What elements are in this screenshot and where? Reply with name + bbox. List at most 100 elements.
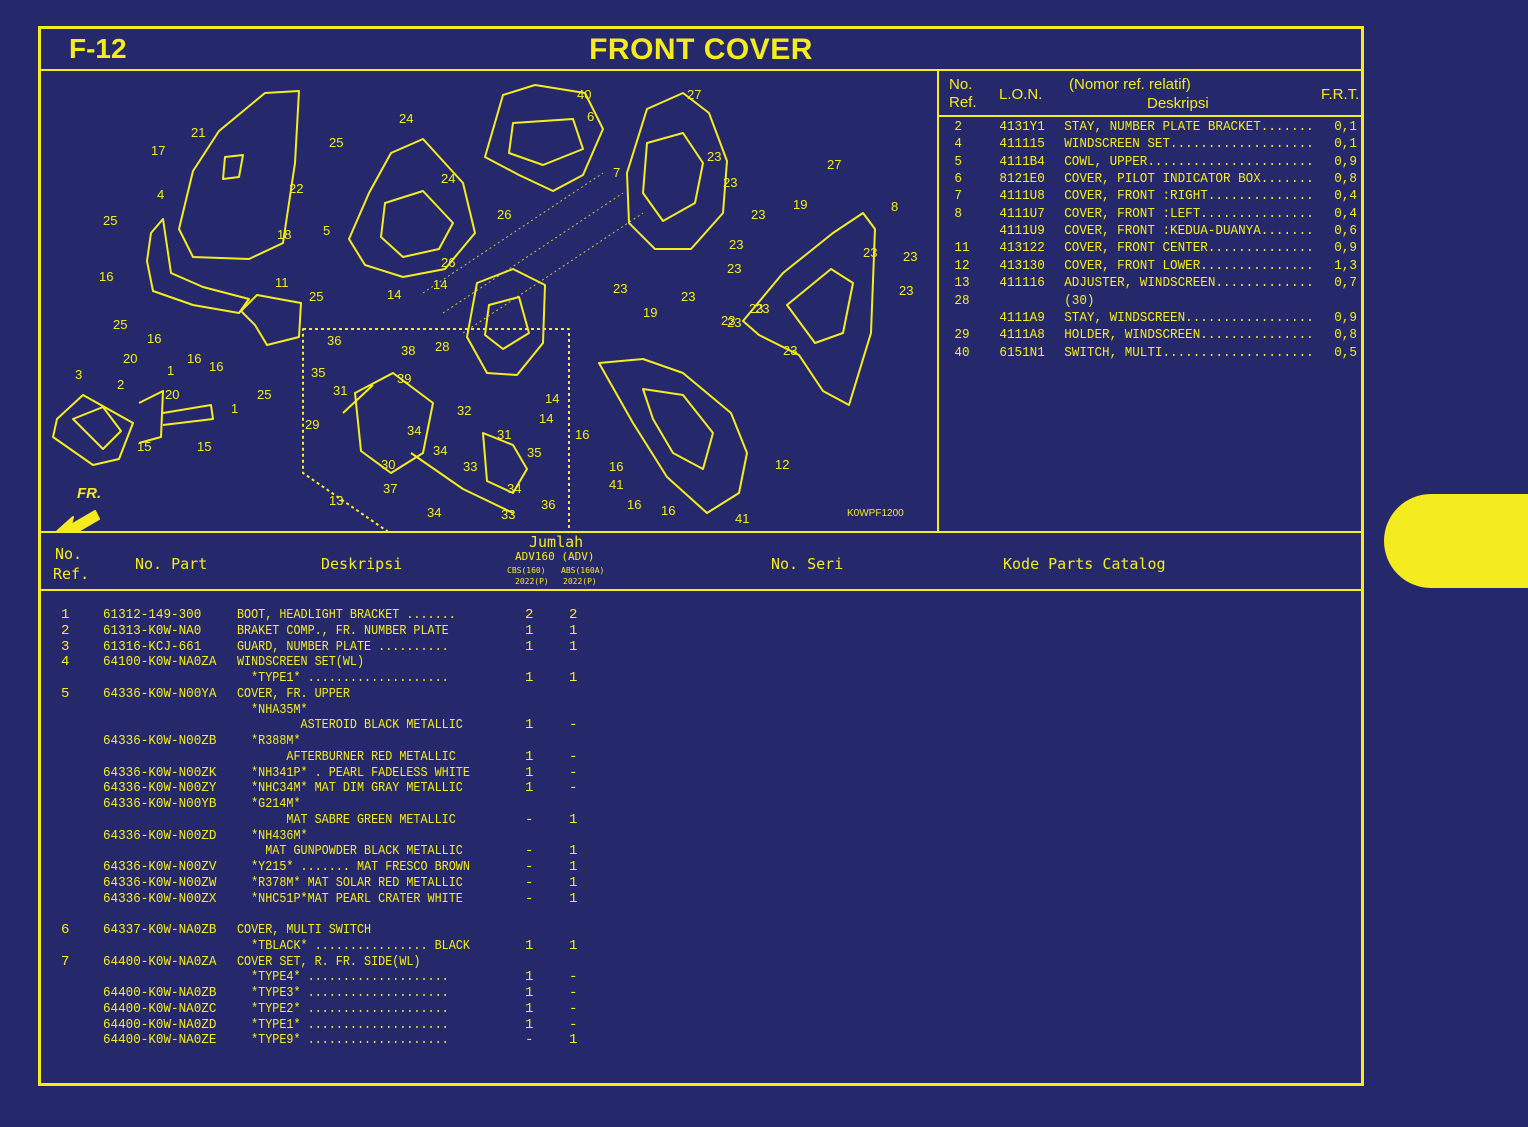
ref-cell: 2 <box>61 622 70 639</box>
callout: 14 <box>433 277 447 292</box>
callout: 7 <box>613 165 620 180</box>
side-tab[interactable] <box>1384 494 1528 588</box>
rp-head-desc-top: (Nomor ref. relatif) <box>1069 76 1191 93</box>
qty-abs-cell: - <box>569 985 578 1001</box>
part-number-cell: 64400-K0W-NA0ZB <box>103 985 217 1001</box>
part-number-cell: 64400-K0W-NA0ZD <box>103 1016 217 1033</box>
lon-cell: 413122 <box>999 240 1045 257</box>
callout: 36 <box>327 333 341 348</box>
callout: 25 <box>257 387 271 402</box>
callout: 23 <box>751 207 765 222</box>
table-row: 64336-K0W-N00ZK *NH341P* . PEARL FADELES… <box>61 765 661 781</box>
callout: 25 <box>309 289 323 304</box>
qty-abs-cell: - <box>569 764 578 781</box>
qty-cbs-cell: 1 <box>525 717 534 734</box>
lon-cell: 4111U8 <box>999 188 1045 205</box>
th-year2: 2022(P) <box>563 577 597 586</box>
part-number-cell: 64336-K0W-N00ZD <box>103 827 217 844</box>
description-cell: *TYPE1* .................... <box>237 670 449 686</box>
callout: 8 <box>891 199 898 214</box>
part-number-cell: 64400-K0W-NA0ZA <box>103 953 217 970</box>
callout: 18 <box>277 227 291 242</box>
ref-cell: 28 <box>954 292 970 309</box>
description-cell: AFTERBURNER RED METALLIC <box>237 748 456 765</box>
qty-cbs-cell: - <box>525 1032 534 1049</box>
callout: 3 <box>75 367 82 382</box>
part-number-cell: 64336-K0W-N00ZB <box>103 733 217 749</box>
panel-divider <box>937 71 939 531</box>
lon-cell: 4111A9 <box>999 309 1045 326</box>
th-cbs: CBS(160) <box>507 566 546 575</box>
th-desc: Deskripsi <box>321 555 403 573</box>
ref-cell: 5 <box>61 685 70 702</box>
description-cell: *NHC51P*MAT PEARL CRATER WHITE <box>237 890 463 907</box>
callout: 23 <box>681 289 695 304</box>
callout: 23 <box>729 237 743 252</box>
callout: 29 <box>305 417 319 432</box>
frt-cell: 0,4 <box>1334 188 1357 205</box>
qty-cbs-cell: 1 <box>525 1016 534 1033</box>
th-no: No. <box>55 545 83 563</box>
callout: 24 <box>441 171 455 186</box>
ref-cell: 1 <box>61 607 70 623</box>
table-row: 64336-K0W-N00ZV *Y215* ....... MAT FRESC… <box>61 859 661 875</box>
lon-cell: 411115 <box>999 136 1045 153</box>
callout: 34 <box>507 481 521 496</box>
table-head-rule <box>41 589 1361 591</box>
part-number-cell: 64100-K0W-NA0ZA <box>103 654 217 671</box>
frt-cell: 0,1 <box>1334 136 1357 153</box>
description-cell: *R388M* <box>237 733 301 749</box>
rp-head-ref: Ref. <box>949 94 977 111</box>
desc-cell: COVER, FRONT :KEDUA-DUANYA....... <box>1064 223 1314 240</box>
callout: 16 <box>147 331 161 346</box>
callout: 2 <box>117 377 124 392</box>
callout: 25 <box>113 317 127 332</box>
ref-cell: 4 <box>61 654 70 671</box>
callout: 38 <box>401 343 415 358</box>
part-number-cell: 64400-K0W-NA0ZC <box>103 1000 217 1017</box>
callout: 41 <box>609 477 623 492</box>
callout: 16 <box>99 269 113 284</box>
callout: 31 <box>497 427 511 442</box>
callout: 23 <box>727 261 741 276</box>
desc-cell: WINDSCREEN SET................... <box>1064 136 1314 153</box>
qty-cbs-cell: - <box>525 874 534 891</box>
qty-abs-cell: - <box>569 717 578 734</box>
qty-abs-cell: 1 <box>569 859 578 875</box>
front-direction-label: FR. <box>77 485 102 502</box>
qty-abs-cell: 1 <box>569 937 578 954</box>
description-cell: *NH436M* <box>237 827 308 844</box>
description-cell: WINDSCREEN SET(WL) <box>237 654 365 671</box>
frt-cell: 0,9 <box>1334 309 1357 326</box>
part-number-cell: 64336-K0W-N00YB <box>103 796 217 812</box>
callout: 34 <box>433 443 447 458</box>
part-number-cell: 64400-K0W-NA0ZE <box>103 1032 217 1049</box>
table-row: 64336-K0W-N00ZX *NHC51P*MAT PEARL CRATER… <box>61 891 661 907</box>
callout: 27 <box>827 157 841 172</box>
ref-cell: 7 <box>61 953 70 970</box>
th-model: ADV160 (ADV) <box>515 550 595 563</box>
qty-abs-cell: - <box>569 969 578 986</box>
diagram-ref-code: K0WPF1200 <box>847 508 904 519</box>
description-cell: *TYPE4* .................... <box>237 969 449 986</box>
callout: 33 <box>501 507 515 522</box>
lon-cell: 4111U7 <box>999 205 1045 222</box>
part-number-cell: 64336-K0W-N00ZW <box>103 874 217 891</box>
qty-cbs-cell: 1 <box>525 969 534 986</box>
desc-cell: ADJUSTER, WINDSCREEN............. <box>1064 275 1314 292</box>
qty-cbs-cell: - <box>525 859 534 875</box>
th-abs: ABS(160A) <box>561 566 605 575</box>
part-number-cell: 61312-149-300 <box>103 607 202 623</box>
desc-cell: COVER, FRONT :RIGHT.............. <box>1064 188 1314 205</box>
callout: 35 <box>527 445 541 460</box>
ref-cell: 8 <box>954 205 962 222</box>
ref-cell: 6 <box>61 922 70 938</box>
th-seri: No. Seri <box>771 555 844 573</box>
description-cell: BOOT, HEADLIGHT BRACKET ....... <box>237 607 456 623</box>
lon-cell: 4111U9 <box>999 223 1045 240</box>
